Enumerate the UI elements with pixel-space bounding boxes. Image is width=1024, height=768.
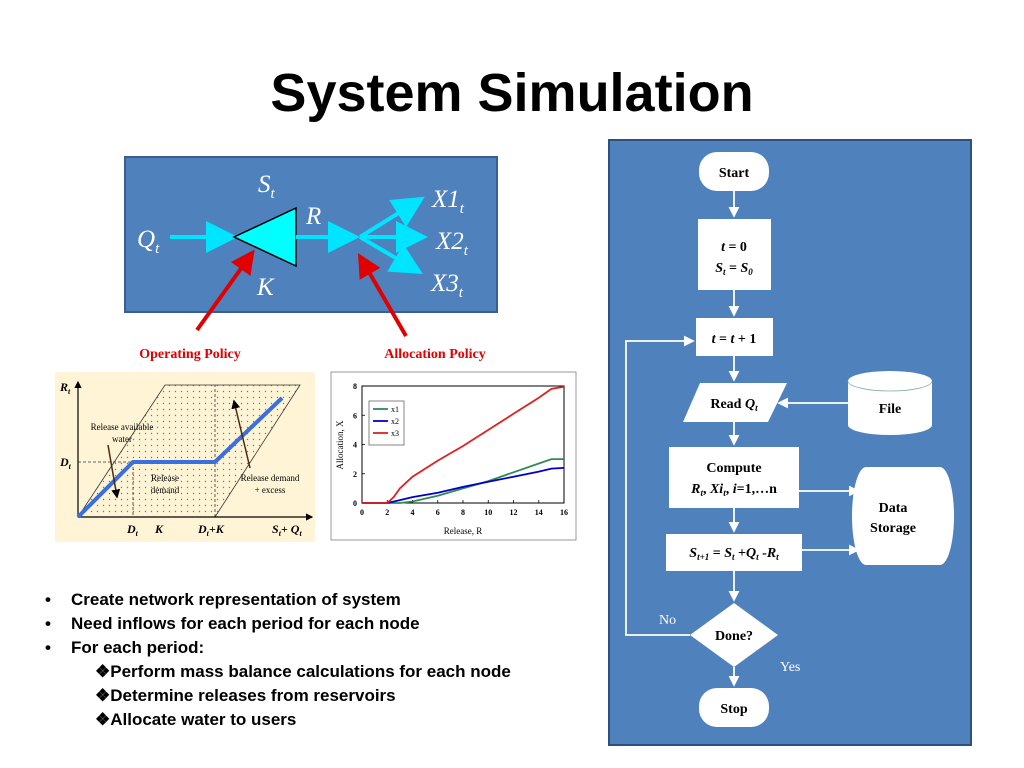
x-tick-label: 10	[484, 508, 492, 517]
annot-arrow-2	[231, 399, 251, 469]
x-tick-label: 4	[411, 508, 415, 517]
file-label: File	[879, 402, 902, 417]
bullet-1: •Create network representation of system	[45, 590, 401, 609]
op-tick-k: K	[154, 522, 164, 536]
branch-x3-arrow	[358, 235, 423, 275]
label-x1: X1t	[431, 186, 465, 217]
op-tick-stq: St+ Qt	[272, 522, 302, 538]
increment-node	[696, 318, 773, 356]
init-line-2: St = S0	[715, 261, 753, 277]
allocation-policy-label: Allocation Policy	[384, 347, 486, 362]
flowchart: Start t = 0 St = S0 t = t + 1 Read Qt Fi…	[608, 139, 972, 746]
allocation-chart: 0 2 4 6 8 10 12 14 16 0 2 4 6 8 Release, R Allocation…	[330, 371, 577, 541]
allocation-ylabel: Allocation, X	[335, 420, 345, 469]
read-label: Read Qt	[710, 397, 758, 413]
series-line-x3	[362, 385, 565, 504]
init-node	[698, 219, 771, 290]
conn-loop-back	[625, 335, 695, 636]
data-storage-label-1: Data	[879, 501, 908, 516]
mass-balance-node	[666, 534, 802, 571]
operating-policy-label: Operating Policy	[139, 347, 241, 362]
sub-bullet-1: ❖Perform mass balance calculations for e…	[95, 662, 511, 681]
data-storage-label-2: Storage	[870, 521, 916, 536]
label-k: K	[256, 274, 275, 301]
network-diagram: St R Qt K X1t X2t X3t	[124, 156, 498, 313]
label-r: R	[305, 203, 321, 230]
done-label: Done?	[715, 629, 753, 644]
label-qt: Qt	[137, 226, 160, 257]
x-tick-label: 12	[510, 508, 518, 517]
flowchart-bg	[608, 139, 972, 746]
yes-label: Yes	[780, 660, 800, 675]
y-tick-label: 0	[353, 499, 357, 508]
legend-label-x3: x3	[391, 429, 399, 438]
page-title: System Simulation	[270, 63, 754, 123]
x-tick-label: 8	[461, 508, 465, 517]
start-node	[699, 152, 769, 191]
allocation-policy-arrow	[357, 253, 408, 338]
stop-label: Stop	[720, 702, 747, 717]
allocation-ticks: 0 2 4 6 8 10 12 14 16 0 2 4 6 8	[353, 382, 568, 517]
y-tick-label: 2	[353, 470, 357, 479]
label-st: St	[258, 171, 276, 202]
compute-label: Compute	[706, 461, 761, 476]
read-node	[683, 383, 787, 422]
stop-node	[699, 688, 769, 727]
series-line-x1	[362, 458, 564, 504]
sub-bullet-2: ❖Determine releases from reservoirs	[95, 686, 396, 705]
operating-policy-arrow	[195, 249, 255, 332]
op-d-label: Dt	[59, 455, 72, 471]
mass-balance-label: St+1 = St +Qt -Rt	[689, 546, 779, 562]
y-tick-label: 4	[353, 441, 357, 450]
op-y-label: Rt	[59, 380, 71, 396]
annot-release-demand-excess: Release demand+ excess	[241, 473, 300, 495]
init-line-1: t = 0	[721, 240, 747, 255]
no-label: No	[659, 613, 676, 628]
label-x2: X2t	[435, 228, 469, 259]
allocation-xlabel: Release, R	[444, 526, 483, 536]
release-rule-line	[76, 396, 284, 519]
sub-bullet-3: ❖Allocate water to users	[95, 710, 297, 729]
increment-label: t = t + 1	[712, 332, 757, 347]
done-node	[690, 603, 778, 667]
start-label: Start	[719, 166, 750, 181]
x-tick-label: 0	[360, 508, 364, 517]
op-tick-dt: Dt	[126, 522, 139, 538]
legend-label-x2: x2	[391, 417, 399, 426]
y-tick-label: 6	[353, 411, 357, 420]
y-tick-label: 8	[353, 382, 357, 391]
file-node	[847, 371, 933, 435]
x-tick-label: 2	[385, 508, 389, 517]
bullet-3: •For each period:	[45, 638, 205, 657]
network-box	[124, 156, 498, 313]
series-line-x2	[362, 467, 565, 504]
compute-node	[669, 447, 799, 508]
data-storage-node	[852, 467, 954, 565]
op-tick-dtk: Dt+K	[197, 522, 225, 538]
compute-vars: Rt, Xit, i=1,…n	[690, 482, 777, 498]
x-tick-label: 6	[436, 508, 440, 517]
label-x3: X3t	[430, 270, 464, 301]
branch-x1-arrow	[358, 196, 425, 239]
x-tick-label: 16	[560, 508, 568, 517]
x-tick-label: 14	[535, 508, 543, 517]
allocation-series	[362, 385, 565, 504]
legend-label-x1: x1	[391, 405, 399, 414]
allocation-legend: x1 x2 x3	[368, 400, 405, 446]
bullet-2: •Need inflows for each period for each n…	[45, 614, 420, 633]
annot-arrow-1	[107, 444, 121, 499]
